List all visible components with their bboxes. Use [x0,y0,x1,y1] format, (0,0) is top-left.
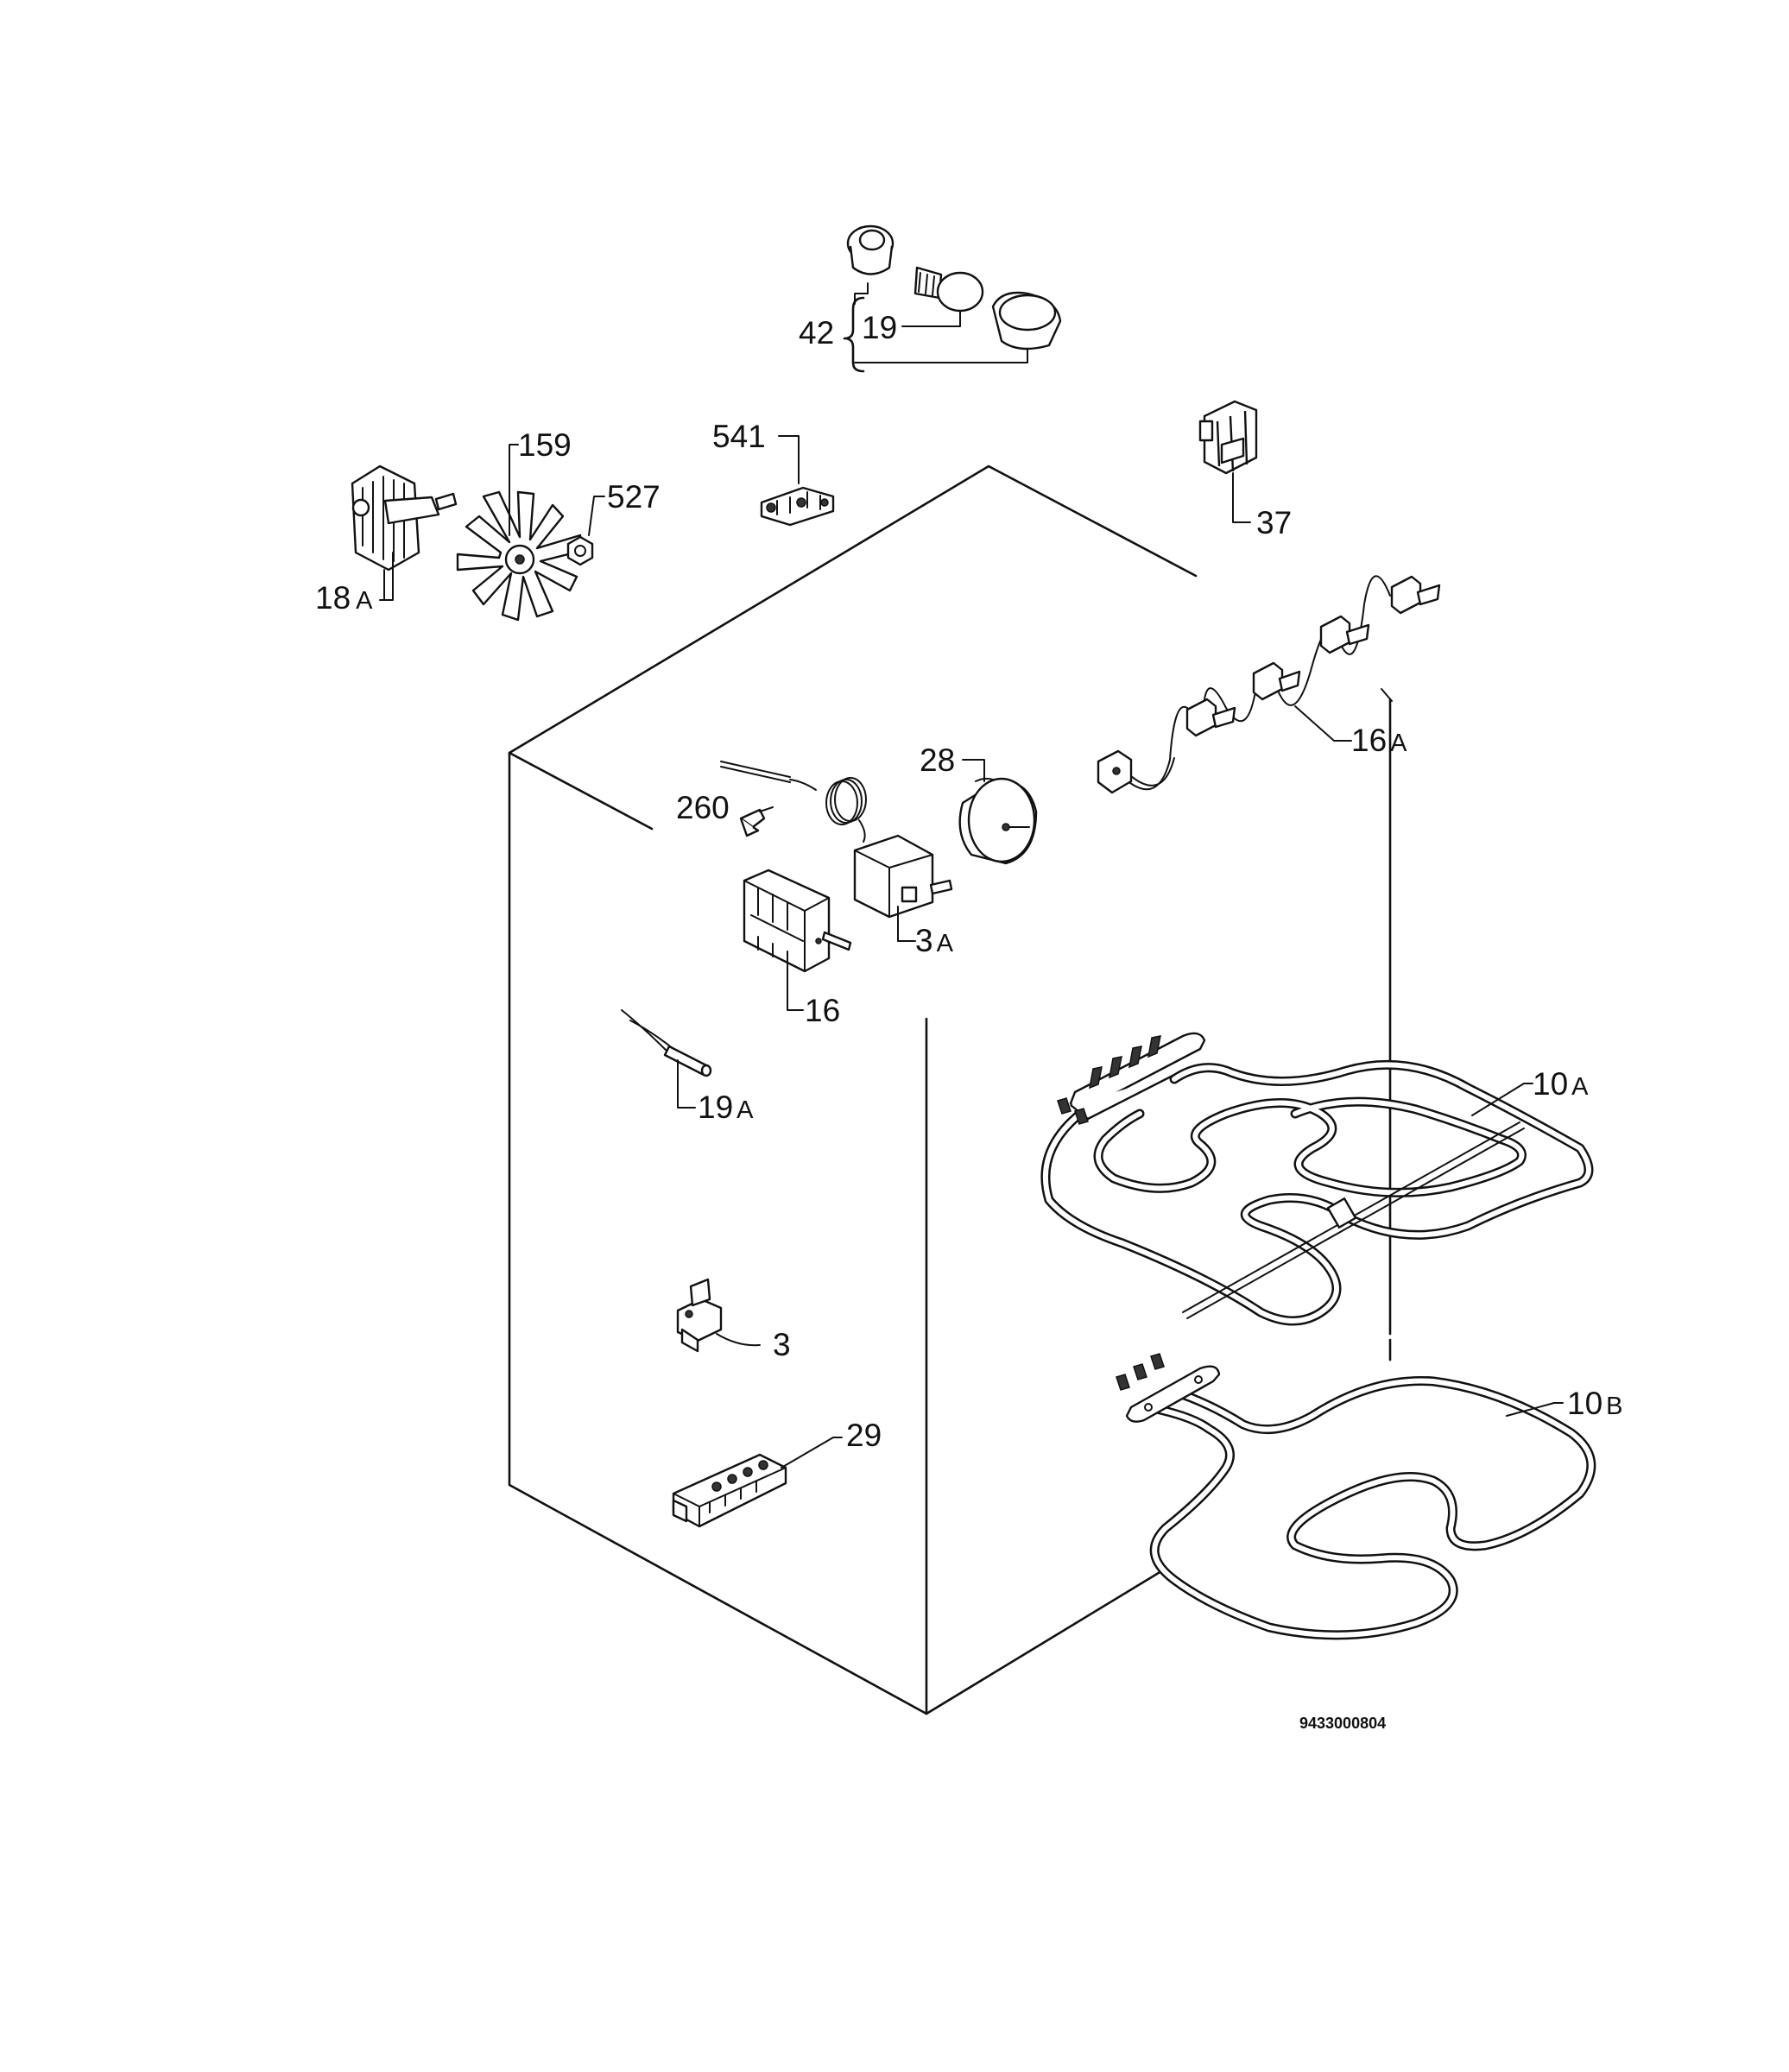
lamp-bulb [913,266,984,313]
lower-heating-element [1116,1353,1596,1640]
leader-541 [778,435,800,484]
lamp-holder [846,224,894,275]
terminal-block-29 [672,1453,787,1528]
leader-527 [588,496,605,536]
label-3: 3 [773,1327,791,1362]
lamp-cover [991,291,1062,351]
leader-18a [379,552,394,601]
upper-grill-element [1040,1032,1594,1326]
fan-nut [566,535,594,566]
leader-42-19 [854,282,1028,363]
label-29: 29 [846,1418,882,1453]
fixing-plug-260 [739,806,774,837]
leader-10a [1471,1083,1533,1116]
label-37: 37 [1256,505,1292,540]
leader-16 [787,964,804,1011]
wiring-harness [1097,575,1441,794]
thermostat [720,761,953,919]
oven-cabinet-outline [508,464,1393,1715]
terminal-block-541 [760,486,835,527]
label-16: 16 [805,993,840,1028]
label-19: 19 [862,310,897,345]
label-42: 42 [799,315,834,351]
label-541: 541 [712,419,766,454]
leader-159 [509,444,519,536]
leader-37 [1232,472,1251,523]
fan-motor [351,464,458,601]
leader-10b [1506,1402,1564,1417]
switch-37 [1198,400,1258,475]
leader-29 [781,1437,843,1469]
fan-blade [456,490,584,622]
leader-3 [716,1333,761,1347]
leader-19a [677,1059,696,1109]
leader-28 [962,759,985,782]
temperature-probe [621,1009,712,1077]
selector-switch [743,869,852,973]
thermal-cutout [676,1278,723,1353]
oven-lamp-assembly [843,224,1062,373]
brace-42 [843,296,865,373]
drawing-code: 9433000804 [1299,1715,1386,1732]
label-28: 28 [920,742,955,778]
leader-16a [1294,705,1352,742]
label-159: 159 [518,427,572,463]
leader-3a [897,906,916,942]
label-527: 527 [607,479,661,515]
label-260: 260 [676,790,730,825]
minute-timer [958,777,1038,865]
